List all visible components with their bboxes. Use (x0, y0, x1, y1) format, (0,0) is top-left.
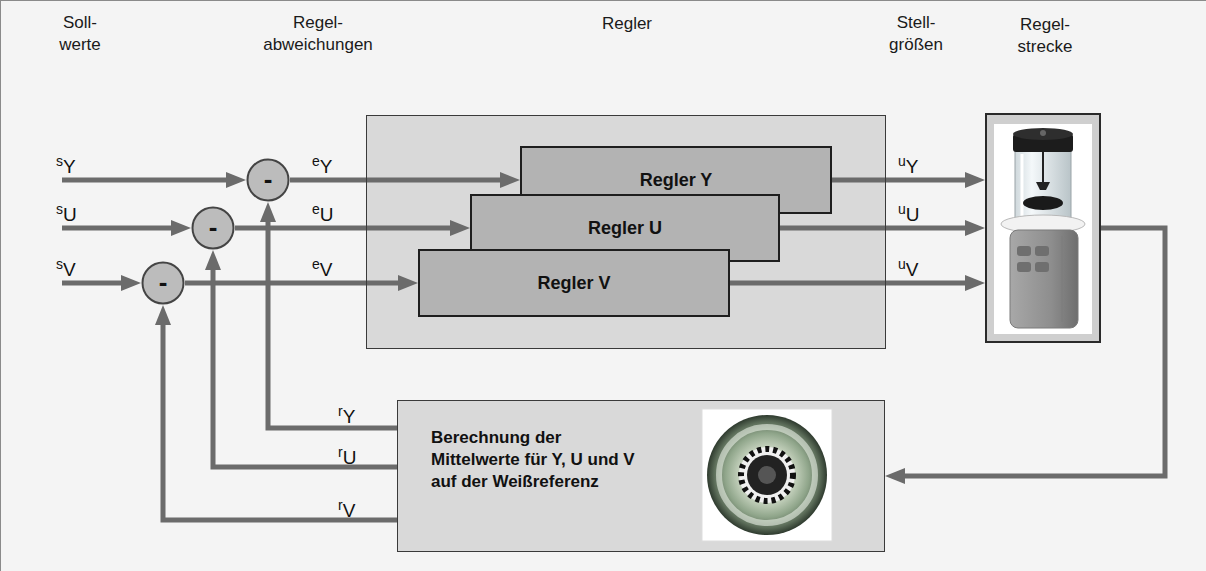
fisheye-image (719, 427, 815, 523)
fisheye-image (702, 409, 832, 541)
fisheye-image (741, 449, 793, 501)
fisheye-image (747, 455, 787, 495)
signal-name: eV (312, 253, 332, 281)
box-text: - (209, 214, 218, 240)
signal-name: sU (56, 198, 77, 226)
box-text: Berechnung der Mittelwerte für Y, U und … (431, 427, 646, 493)
fisheye-image (702, 409, 832, 541)
input-wire (62, 281, 127, 286)
box-heading: Regler (602, 13, 652, 35)
camera-device-illustration (1035, 246, 1049, 256)
signal-arrow (185, 281, 404, 286)
signal-name: uV (898, 253, 918, 281)
box-text: Regler V (537, 272, 610, 294)
camera-device-illustration (994, 124, 1092, 334)
camera-device-illustration (1042, 152, 1044, 182)
signal-name: sV (56, 253, 76, 281)
junction-outline (193, 208, 234, 249)
signal-name: rU (338, 441, 356, 469)
signal-arrow (268, 216, 397, 428)
junction-outline (143, 263, 184, 304)
group-fill (985, 113, 1101, 343)
computation-box: Berechnung der Mittelwerte für Y, U und … (397, 400, 885, 552)
signal-name: eU (312, 198, 334, 226)
camera-device-illustration (1040, 130, 1046, 136)
controller-group: ReglerRegler YRegler URegler V (366, 115, 886, 349)
camera-device-illustration (1010, 230, 1078, 328)
signal-arrow (290, 178, 506, 183)
summing-junction: - (141, 261, 185, 305)
signal-name: rV (338, 494, 355, 522)
input-wire (62, 178, 232, 183)
controller-box: Regler V (418, 249, 730, 317)
fisheye-image (758, 466, 776, 484)
box-text: Regler U (588, 217, 662, 239)
input-wire (62, 226, 177, 231)
signal-arrow (730, 281, 971, 286)
camera-device-illustration (1036, 182, 1050, 190)
signal-name: sY (56, 150, 76, 178)
fisheye-image (739, 447, 795, 503)
signal-arrow (832, 178, 971, 183)
signal-name: eY (312, 150, 332, 178)
box-text: Regler Y (640, 169, 713, 191)
column-header: Stell- größen (889, 12, 943, 56)
camera-device-illustration (1015, 150, 1071, 222)
signal-name: uY (898, 150, 918, 178)
signal-arrow (163, 319, 397, 520)
box-heading: Regel- strecke (1018, 14, 1073, 58)
camera-device-illustration (1013, 128, 1073, 140)
group-fill (397, 400, 885, 552)
summing-junction: - (246, 158, 290, 202)
summing-junction: - (191, 206, 235, 250)
camera-device-illustration (1023, 196, 1063, 210)
group-fill (366, 115, 886, 349)
signal-name: rY (338, 400, 355, 428)
box-text: - (264, 166, 273, 192)
box-text: - (159, 269, 168, 295)
junction-outline (248, 160, 289, 201)
signal-arrow (780, 226, 971, 231)
camera-device-illustration (1017, 262, 1031, 272)
signal-arrow (899, 228, 1165, 476)
signal-arrow (213, 264, 397, 467)
camera-device-illustration (1021, 154, 1024, 218)
camera-device-illustration (994, 124, 1092, 334)
column-header: Soll- werte (59, 12, 101, 56)
column-header: Regel- abweichungen (263, 12, 373, 56)
camera-device-illustration (1035, 262, 1049, 272)
camera-device-illustration (1062, 236, 1063, 322)
signal-name: uU (898, 198, 920, 226)
fisheye-image (707, 415, 827, 535)
camera-device-illustration (1017, 246, 1031, 256)
plant-box: Regel- strecke (985, 113, 1101, 343)
